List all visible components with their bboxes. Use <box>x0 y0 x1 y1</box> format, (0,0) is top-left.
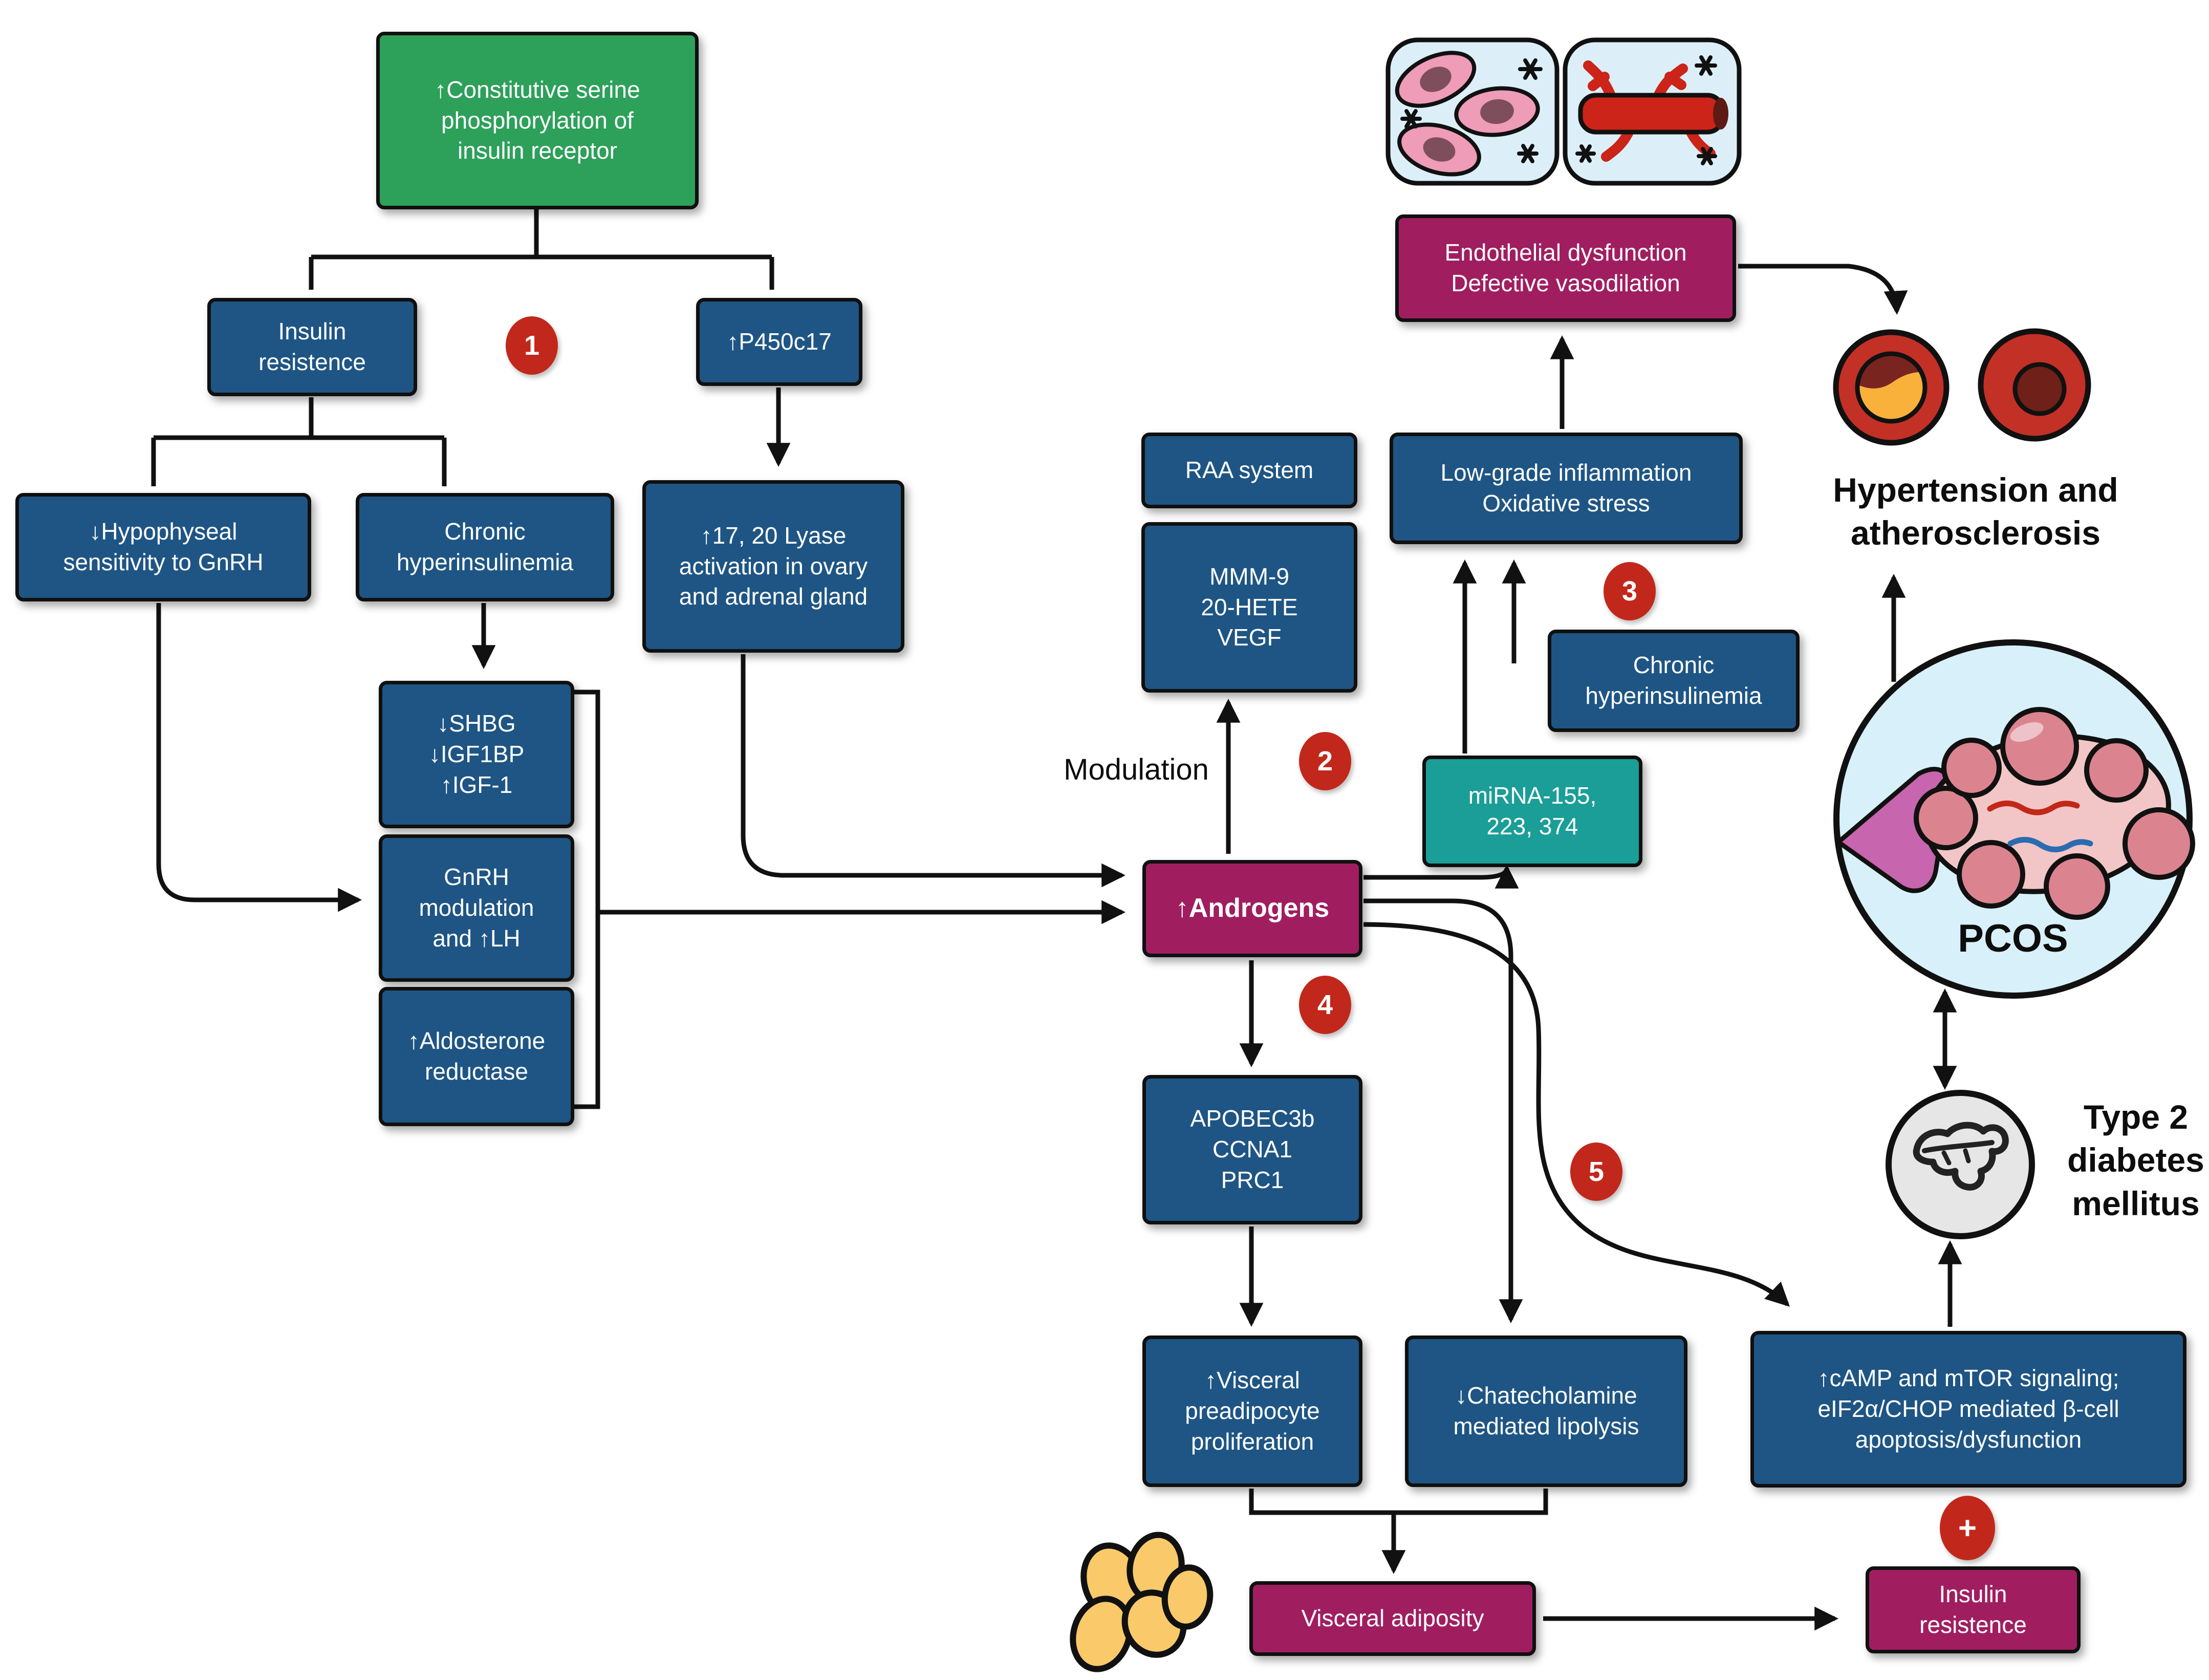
flow-arrows <box>156 264 1962 1631</box>
step-badge-1: 1 <box>506 316 558 375</box>
pcos-label: PCOS <box>1958 917 2068 960</box>
step-badge-2: 2 <box>1299 732 1351 790</box>
pancreas-icon <box>1886 1090 2035 1239</box>
node-insulin-resistence-2: Insulin resistence <box>1866 1566 2081 1653</box>
adipocytes-icon <box>1070 1532 1214 1672</box>
node-low-grade-inflammation: Low-grade inflammation Oxidative stress <box>1390 433 1743 544</box>
node-hypophyseal-sensitivity: ↓Hypophyseal sensitivity to GnRH <box>15 493 311 601</box>
node-apobec-ccna1-prc1: APOBEC3b CCNA1 PRC1 <box>1142 1075 1362 1224</box>
type2-diabetes-label: Type 2 diabetes mellitus <box>2067 1098 2204 1222</box>
node-visceral-preadipocyte: ↑Visceral preadipocyte proliferation <box>1142 1336 1362 1487</box>
node-aldosterone-reductase: ↑Aldosterone reductase <box>379 987 574 1126</box>
node-camp-mtor-signaling: ↑cAMP and mTOR signaling; eIF2α/CHOP med… <box>1750 1331 2186 1488</box>
endothelial-cells-icon <box>1385 37 1560 186</box>
node-p450c17: ↑P450c17 <box>696 298 862 386</box>
node-chronic-hyperinsulinemia-left: Chronic hyperinsulinemia <box>356 493 614 601</box>
node-constitutive-serine-phosphorylation: ↑Constitutive serine phosphorylation of … <box>376 32 699 209</box>
node-raa-system: RAA system <box>1141 433 1357 508</box>
tree-split-lines <box>151 209 1548 1515</box>
hypertension-atherosclerosis-label: Hypertension and atherosclerosis <box>1833 471 2118 552</box>
node-lyase-activation: ↑17, 20 Lyase activation in ovary and ad… <box>642 480 904 653</box>
normal-vessel-icon <box>1978 328 2091 442</box>
node-chatecholamine-lipolysis: ↓Chatecholamine mediated lipolysis <box>1405 1336 1687 1487</box>
step-badge-3: 3 <box>1604 562 1656 620</box>
blood-vessel-icon <box>1563 37 1742 186</box>
node-androgens: ↑Androgens <box>1142 860 1362 957</box>
step-badge-4: 4 <box>1299 976 1351 1034</box>
polycystic-ovary-icon <box>1833 639 2195 999</box>
node-visceral-adiposity: Visceral adiposity <box>1249 1581 1536 1656</box>
plus-badge: + <box>1940 1496 1995 1560</box>
node-shbg-igf1bp-igf1: ↓SHBG ↓IGF1BP ↑IGF-1 <box>379 681 574 828</box>
node-mmm9-hete-vegf: MMM-9 20-HETE VEGF <box>1141 522 1357 693</box>
modulation-label: Modulation <box>1064 753 1209 786</box>
atherosclerosis-vessel-icon <box>1833 329 1950 446</box>
node-mirna: miRNA-155, 223, 374 <box>1422 756 1642 867</box>
node-endothelial-dysfunction: Endothelial dysfunction Defective vasodi… <box>1395 214 1736 322</box>
step-badge-5: 5 <box>1570 1143 1622 1201</box>
node-gnrh-modulation: GnRH modulation and ↑LH <box>379 834 574 982</box>
node-chronic-hyperinsulinemia-right: Chronic hyperinsulinemia <box>1548 630 1800 732</box>
node-insulin-resistence: Insulin resistence <box>207 298 417 396</box>
